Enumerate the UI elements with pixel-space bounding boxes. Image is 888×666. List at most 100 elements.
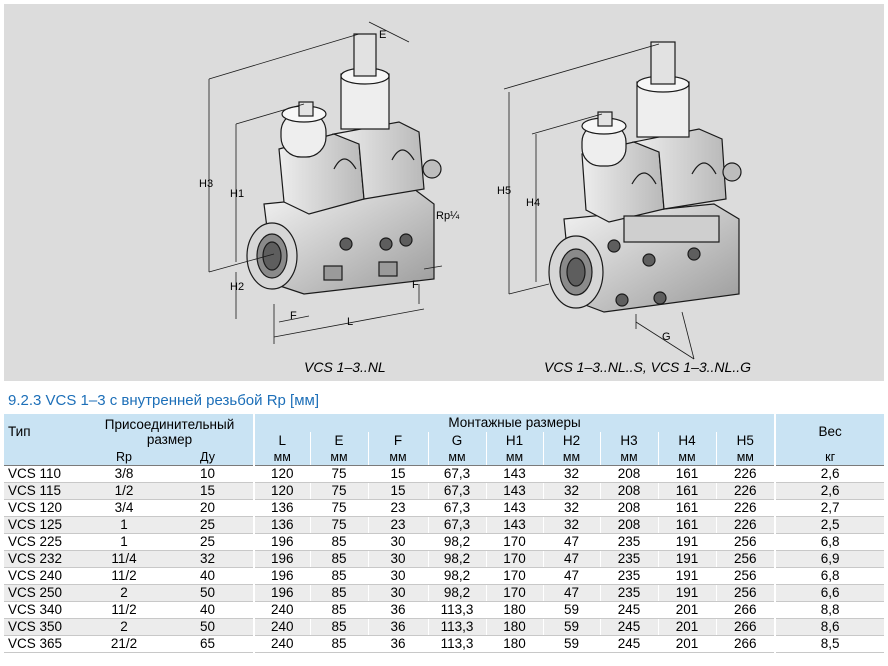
table-cell: 266 [715,618,776,636]
table-cell: 25 [162,533,254,551]
table-cell: 240 [253,618,310,636]
table-cell: VCS 340 [4,601,86,619]
col-header-f: F [367,432,428,449]
col-header-h2: H2 [542,432,600,449]
dim-label-h3: H3 [199,178,213,190]
dim-label-h2: H2 [230,281,244,293]
table-cell: 6,8 [774,533,885,551]
table-cell: 50 [162,584,254,602]
table-cell: 21/2 [86,635,162,653]
table-cell: 59 [542,635,600,653]
table-cell: 1 [86,516,162,534]
table-cell: 240 [253,635,310,653]
table-cell: 59 [542,618,600,636]
dim-label-h5: H5 [497,185,511,197]
table-cell: 161 [657,482,716,500]
table-cell: 11/4 [86,550,162,568]
table-cell: 196 [253,567,310,585]
table-cell: 170 [485,567,543,585]
table-cell: 235 [599,533,658,551]
table-cell: VCS 120 [4,499,86,517]
col-header-g: G [427,432,486,449]
table-cell: 266 [715,635,776,653]
valve-left-dimensions [208,21,443,344]
table-cell: 208 [599,516,658,534]
table-cell: 170 [485,550,543,568]
table-cell: 23 [367,499,428,517]
table-cell: VCS 115 [4,482,86,500]
table-cell: 6,8 [774,567,885,585]
table-cell: VCS 125 [4,516,86,534]
table-cell: 98,2 [427,550,486,568]
table-cell: 32 [542,482,600,500]
table-cell: 120 [253,482,310,500]
table-cell: 75 [309,516,368,534]
unit-weight: кг [774,449,885,466]
dim-label-g: G [662,331,671,343]
table-cell: 23 [367,516,428,534]
valve-right-drawing [548,41,742,313]
table-cell: 30 [367,550,428,568]
table-cell: 85 [309,567,368,585]
table-cell: 196 [253,584,310,602]
table-cell: 85 [309,550,368,568]
col-header-type: Тип [4,414,86,449]
table-cell: 85 [309,618,368,636]
unit-h3: мм [599,449,658,466]
table-cell: 32 [542,465,600,483]
table-cell: 196 [253,550,310,568]
table-cell: 235 [599,567,658,585]
table-cell: 161 [657,516,716,534]
table-cell: 40 [162,567,254,585]
unit-h4: мм [657,449,716,466]
specifications-table: Тип Присоединительный размер Монтажные р… [4,414,885,653]
table-cell: 143 [485,516,543,534]
table-cell: 136 [253,516,310,534]
table-cell: 245 [599,635,658,653]
table-cell: 47 [542,550,600,568]
table-cell: 8,8 [774,601,885,619]
table-cell: 180 [485,618,543,636]
table-cell: 85 [309,635,368,653]
table-cell: 8,5 [774,635,885,653]
dim-label-h1: H1 [230,188,244,200]
table-cell: 47 [542,567,600,585]
table-cell: 191 [657,550,716,568]
table-cell: 1 [86,533,162,551]
table-cell: 191 [657,567,716,585]
table-cell: 226 [715,465,776,483]
table-cell: 191 [657,533,716,551]
table-cell: 266 [715,601,776,619]
unit-h5: мм [715,449,776,466]
table-cell: 170 [485,533,543,551]
table-cell: 113,3 [427,601,486,619]
table-cell: 2,5 [774,516,885,534]
table-cell: 208 [599,499,658,517]
col-header-connection: Присоединительный размер [86,414,254,449]
valve-right-dimensions [503,43,695,360]
table-cell: 226 [715,516,776,534]
col-header-e: E [309,432,368,449]
table-cell: 143 [485,465,543,483]
unit-f: мм [367,449,428,466]
table-cell: 256 [715,533,776,551]
table-cell: 47 [542,584,600,602]
table-cell: 36 [367,601,428,619]
valve-left-drawing [246,33,442,295]
col-header-weight: Вес [774,414,885,449]
unit-h2: мм [542,449,600,466]
table-cell: 32 [542,499,600,517]
table-cell: 40 [162,601,254,619]
table-cell: 170 [485,584,543,602]
unit-h1: мм [485,449,543,466]
table-cell: 245 [599,618,658,636]
table-cell: 67,3 [427,516,486,534]
table-cell: VCS 232 [4,550,86,568]
table-cell: 256 [715,567,776,585]
table-cell: 1/2 [86,482,162,500]
dim-label-rp: Rp¼ [436,210,460,222]
